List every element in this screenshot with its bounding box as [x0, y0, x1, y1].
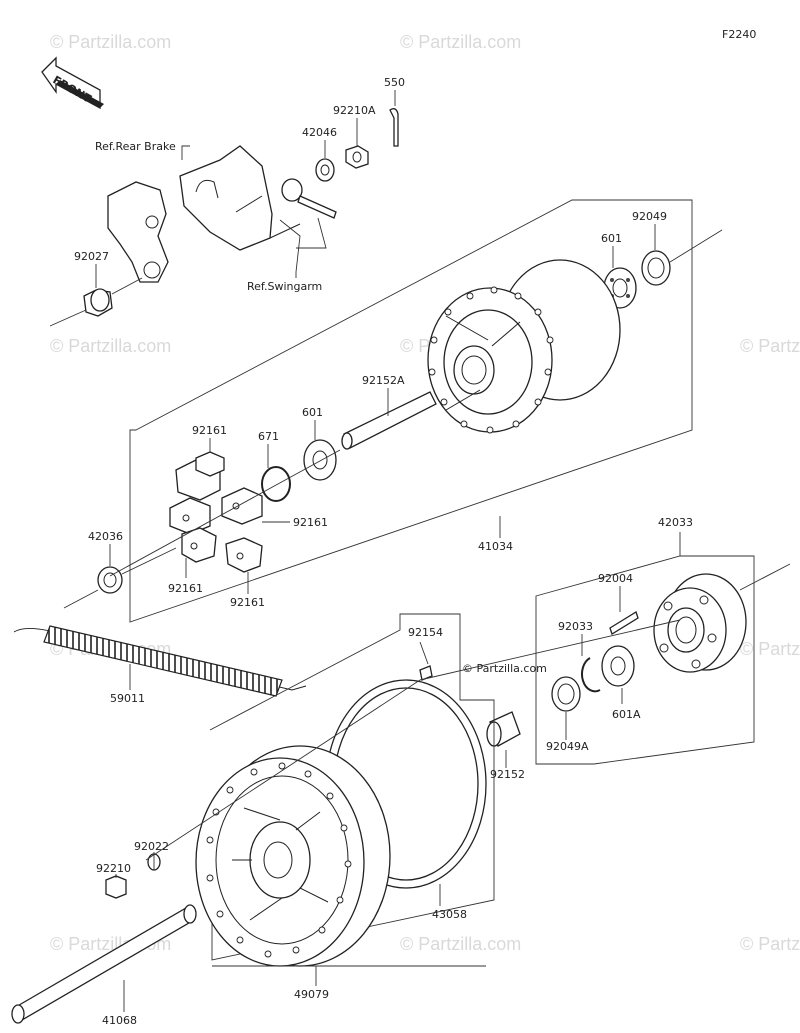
brake-bracket — [107, 145, 301, 283]
nut-92210A — [345, 145, 369, 169]
watermark: © Partzilla.com — [740, 639, 800, 659]
part-label-59011: 59011 — [110, 692, 145, 705]
part-label-601-top: 601 — [601, 232, 622, 245]
part-label-92152: 92152 — [490, 768, 525, 781]
adjuster-bolt — [281, 178, 337, 219]
watermark: © Partzilla.com — [400, 32, 521, 52]
part-label-41068: 41068 — [102, 1014, 137, 1027]
part-label-43058: 43058 — [432, 908, 467, 921]
part-label-49079: 49079 — [294, 988, 329, 1001]
part-label-601-mid: 601 — [302, 406, 323, 419]
figure-code: F2240 — [722, 28, 756, 41]
coupling-42033 — [653, 573, 747, 673]
collar-92152 — [486, 711, 521, 747]
part-label-550: 550 — [384, 76, 405, 89]
part-label-92022: 92022 — [134, 840, 169, 853]
watermark: © Partzilla.com — [740, 336, 800, 356]
belt-59011 — [13, 625, 307, 697]
part-label-92049A: 92049A — [546, 740, 589, 753]
seal-92049 — [641, 250, 671, 286]
stud-92004 — [609, 611, 639, 635]
hub-41034 — [427, 259, 621, 434]
part-label-92027: 92027 — [74, 250, 109, 263]
ref-rear-brake-label: Ref.Rear Brake — [95, 140, 176, 153]
spacer-92027 — [83, 288, 113, 317]
front-arrow-icon: FRONT — [41, 56, 104, 110]
bolt-92154 — [419, 665, 433, 681]
bearing-601A — [601, 645, 635, 687]
watermark: © Partzilla.com — [740, 934, 800, 954]
part-label-601A: 601A — [612, 708, 641, 721]
part-label-92210A: 92210A — [333, 104, 376, 117]
part-label-671: 671 — [258, 430, 279, 443]
hub-group-frame — [129, 199, 693, 623]
nut-92210 — [105, 875, 127, 899]
cotter-pin-550 — [389, 108, 399, 147]
part-label-92161-right: 92161 — [293, 516, 328, 529]
part-label-92154: 92154 — [408, 626, 443, 639]
part-label-92152A: 92152A — [362, 374, 405, 387]
part-label-42036: 42036 — [88, 530, 123, 543]
axle-41068 — [11, 904, 197, 1024]
circlip-92033 — [581, 657, 601, 693]
watermark: © Partzilla.com — [400, 934, 521, 954]
sleeve-92152A — [341, 391, 437, 450]
part-label-92161-bottom: 92161 — [230, 596, 265, 609]
bearing-601-mid — [303, 439, 337, 481]
part-label-92049: 92049 — [632, 210, 667, 223]
part-label-42046: 42046 — [302, 126, 337, 139]
part-label-92033: 92033 — [558, 620, 593, 633]
wheel-49079 — [195, 745, 391, 967]
part-label-41034: 41034 — [478, 540, 513, 553]
ref-swingarm-label: Ref.Swingarm — [247, 280, 322, 293]
collar-42036 — [97, 566, 123, 594]
part-label-92210: 92210 — [96, 862, 131, 875]
watermark: © Partzilla.com — [50, 336, 171, 356]
watermark: © Partzilla.com — [50, 32, 171, 52]
dampers-92161 — [169, 451, 263, 573]
seal-92049A — [551, 676, 581, 712]
part-label-42033: 42033 — [658, 516, 693, 529]
part-labels: 550 92210A 42046 92027 92049 601 92152A … — [74, 76, 693, 1027]
watermark-center: © Partzilla.com — [462, 662, 547, 675]
part-label-92161-top: 92161 — [192, 424, 227, 437]
part-label-92004: 92004 — [598, 572, 633, 585]
part-label-92161-left: 92161 — [168, 582, 203, 595]
o-ring-671 — [261, 466, 291, 502]
leader-lines — [95, 90, 681, 1012]
